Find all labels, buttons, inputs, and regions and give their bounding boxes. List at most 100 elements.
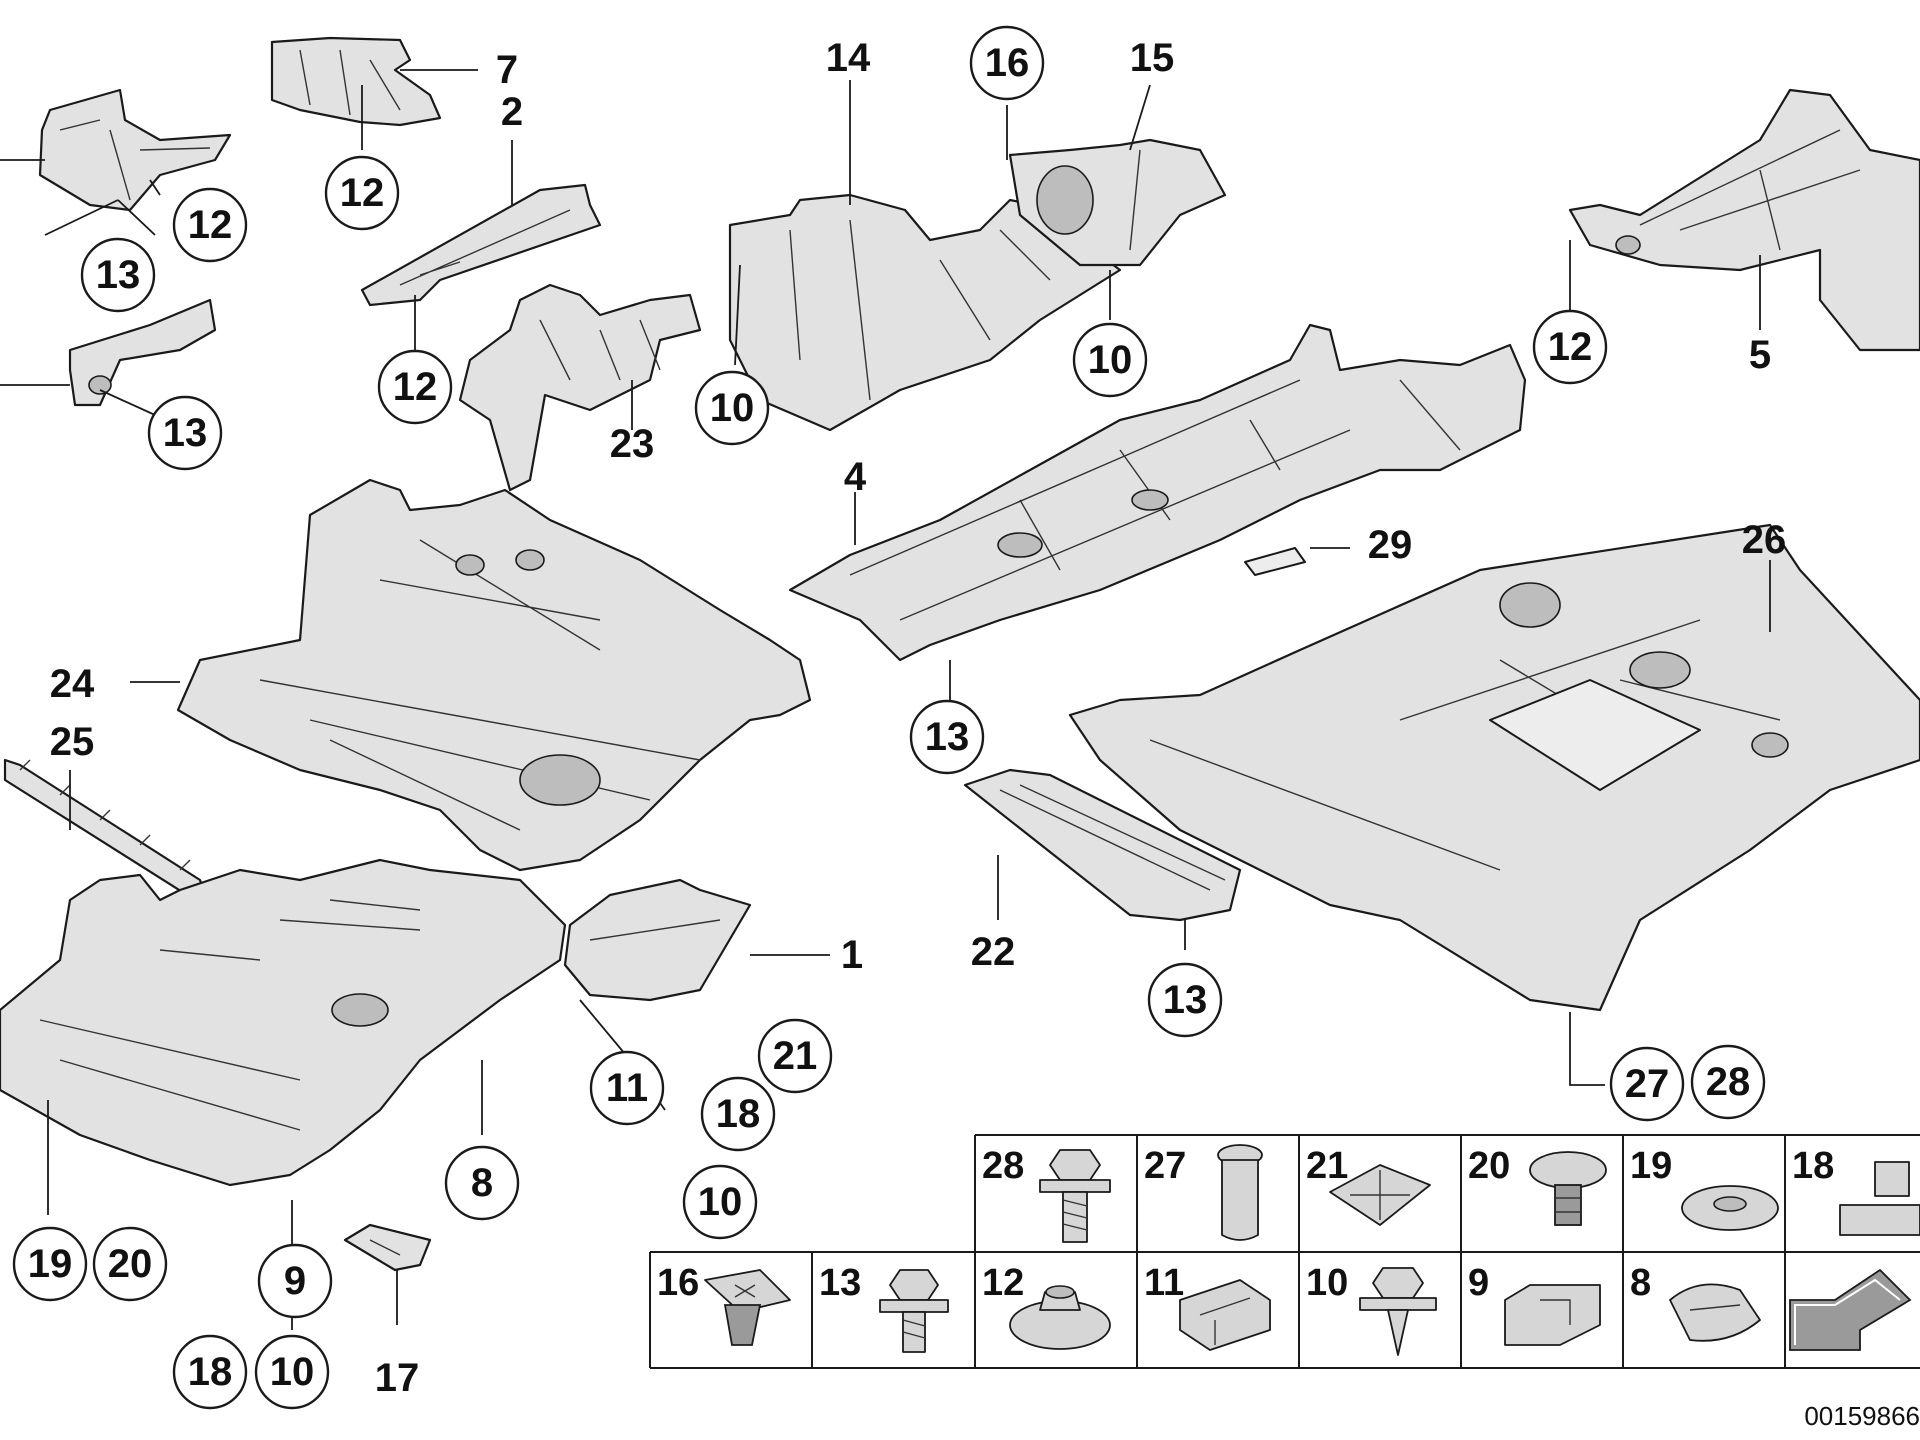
part-29-pad <box>1244 547 1306 576</box>
svg-text:11: 11 <box>606 1066 648 1110</box>
part-1-cover <box>563 878 752 1002</box>
callout-circles: 12 13 12 13 12 12 10 10 16 12 13 13 11 1… <box>12 25 1766 1410</box>
callout-12-b: 12 <box>172 187 248 263</box>
block-clip-icon <box>1504 1284 1601 1346</box>
svg-text:9: 9 <box>284 1259 306 1303</box>
callout-13-b: 13 <box>147 395 223 471</box>
expansion-nut-icon <box>704 1269 791 1346</box>
label-22: 22 <box>971 930 1016 974</box>
hw-label-13: 13 <box>819 1262 861 1304</box>
callout-28: 28 <box>1690 1044 1766 1120</box>
callout-18-b: 18 <box>172 1334 248 1410</box>
svg-text:28: 28 <box>1706 1060 1751 1104</box>
hw-label-28: 28 <box>982 1145 1024 1187</box>
svg-text:8: 8 <box>471 1161 493 1205</box>
svg-text:12: 12 <box>340 171 385 215</box>
part-2-panel <box>360 183 602 307</box>
part-22-tray <box>963 768 1242 922</box>
svg-text:10: 10 <box>1088 338 1133 382</box>
label-15: 15 <box>1130 36 1175 80</box>
svg-text:13: 13 <box>163 411 208 455</box>
svg-text:18: 18 <box>716 1092 761 1136</box>
callout-9: 9 <box>257 1243 333 1319</box>
spring-clip-icon <box>1669 1283 1761 1342</box>
svg-text:18: 18 <box>188 1350 233 1394</box>
washer-icon <box>1681 1185 1779 1231</box>
svg-text:27: 27 <box>1625 1062 1670 1106</box>
label-5: 5 <box>1749 333 1771 377</box>
label-2: 2 <box>501 90 523 134</box>
part-17-clip <box>343 1223 432 1272</box>
callout-11: 11 <box>589 1050 665 1126</box>
label-24: 24 <box>50 662 95 706</box>
callout-12-d: 12 <box>1532 309 1608 385</box>
callout-10-c: 10 <box>682 1164 758 1240</box>
svg-text:10: 10 <box>710 386 755 430</box>
callout-13-a: 13 <box>80 237 156 313</box>
label-23: 23 <box>610 422 655 466</box>
callout-27: 27 <box>1609 1046 1685 1122</box>
svg-text:12: 12 <box>393 365 438 409</box>
callout-18-a: 18 <box>700 1076 776 1152</box>
hex-bolt-icon <box>1039 1149 1111 1243</box>
hw-label-21: 21 <box>1306 1145 1348 1187</box>
leader-lines <box>0 69 1771 1330</box>
flange-bolt-icon <box>879 1269 949 1353</box>
part-5-shield <box>1568 88 1920 352</box>
svg-text:13: 13 <box>96 253 141 297</box>
label-7: 7 <box>496 48 518 92</box>
callout-13-d: 13 <box>1147 962 1223 1038</box>
hw-label-27: 27 <box>1144 1145 1186 1187</box>
hw-label-8: 8 <box>1630 1262 1651 1304</box>
callout-10-b: 10 <box>1072 322 1148 398</box>
hw-label-18: 18 <box>1792 1145 1834 1187</box>
svg-text:12: 12 <box>188 203 233 247</box>
svg-text:12: 12 <box>1548 325 1593 369</box>
label-14: 14 <box>826 36 871 80</box>
callout-13-c: 13 <box>909 699 985 775</box>
direction-arrow-icon <box>1789 1268 1912 1351</box>
part-23-bracket <box>458 283 702 492</box>
svg-text:13: 13 <box>1163 978 1208 1022</box>
callout-12-c: 12 <box>377 349 453 425</box>
part-26-rear-panel <box>1068 523 1920 1012</box>
label-29: 29 <box>1368 523 1413 567</box>
callout-19: 19 <box>12 1226 88 1302</box>
flange-nut-icon <box>1009 1285 1111 1350</box>
part-bracket-left-lower <box>68 298 217 407</box>
pad-square-icon <box>1329 1164 1431 1226</box>
part-8-front-underbody <box>0 858 567 1187</box>
collar-nut-icon <box>1839 1161 1920 1236</box>
part-7-bracket <box>270 36 442 127</box>
hw-label-19: 19 <box>1630 1145 1672 1187</box>
callout-10-d: 10 <box>254 1334 330 1410</box>
callout-20: 20 <box>92 1226 168 1302</box>
svg-text:10: 10 <box>698 1180 743 1224</box>
label-4: 4 <box>844 455 867 499</box>
hex-screw-icon <box>1359 1267 1437 1356</box>
callout-10-a: 10 <box>694 370 770 446</box>
hw-label-11: 11 <box>1144 1262 1184 1304</box>
speed-nut-icon <box>1179 1279 1271 1351</box>
part-number-labels: 7 2 14 15 23 5 4 29 26 24 25 1 22 17 <box>50 36 1787 1400</box>
label-17: 17 <box>375 1356 420 1400</box>
hw-label-12: 12 <box>982 1262 1024 1304</box>
rivet-sleeve-icon <box>1217 1144 1263 1241</box>
callout-12-a: 12 <box>324 155 400 231</box>
svg-text:16: 16 <box>985 41 1030 85</box>
part-4-tunnel-shield <box>788 323 1527 662</box>
label-1: 1 <box>841 933 863 977</box>
part-bracket-upper-left <box>38 88 232 212</box>
svg-text:20: 20 <box>108 1242 153 1286</box>
hw-label-10: 10 <box>1306 1262 1348 1304</box>
label-25: 25 <box>50 720 95 764</box>
callout-8: 8 <box>444 1145 520 1221</box>
svg-text:19: 19 <box>28 1242 73 1286</box>
hardware-table: 28 27 21 20 19 18 16 13 12 11 10 9 8 <box>649 1134 1920 1431</box>
svg-text:13: 13 <box>925 715 970 759</box>
reference-code: 00159866 <box>1804 1401 1920 1431</box>
callout-16: 16 <box>969 25 1045 101</box>
hw-label-16: 16 <box>657 1262 699 1304</box>
